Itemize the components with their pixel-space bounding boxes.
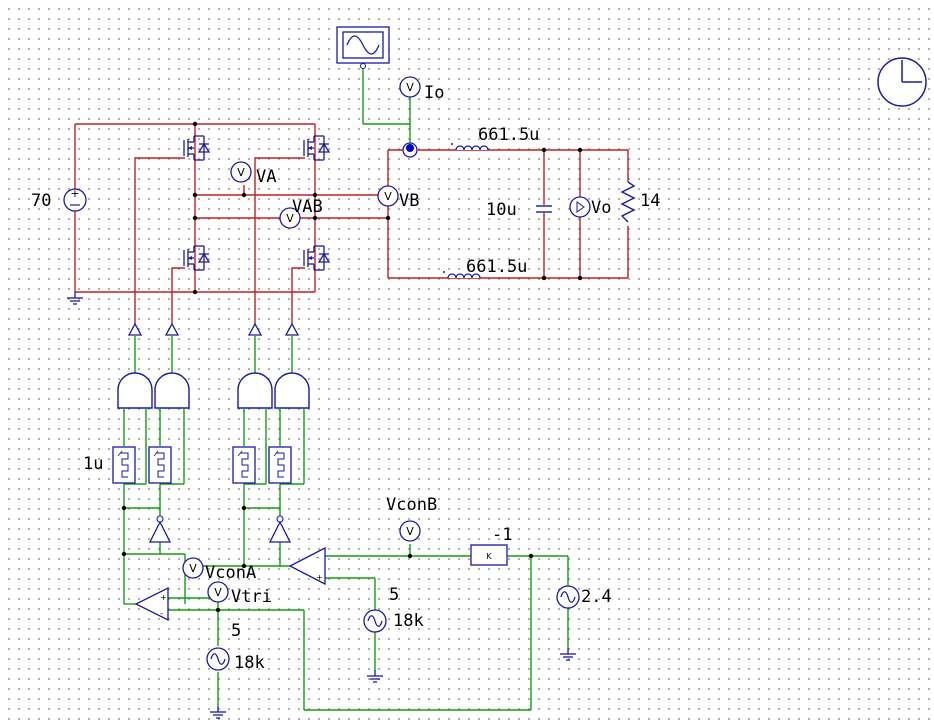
dc-source[interactable]: + [63,187,87,212]
svg-text:+: + [70,187,79,200]
probe-vab-label: VAB [292,197,323,217]
capacitor-value: 10u [486,200,517,220]
scope-icon[interactable] [336,26,390,69]
dc-source-value: 70 [31,191,51,211]
and-gate-4[interactable] [274,372,310,409]
inductor-top[interactable] [451,143,489,151]
voltmeter-vcona[interactable] [182,557,204,579]
triangle-source-a[interactable] [206,647,230,671]
probe-va-label: VA [256,167,276,187]
gate-buffer-4 [285,323,299,336]
not-gate-1[interactable] [148,515,172,543]
svg-text:-: - [160,609,163,618]
mosfet-q4[interactable] [303,245,330,271]
not-gate-2[interactable] [268,515,292,543]
voltmeter-vconb[interactable] [399,520,421,542]
power-wiring [74,123,629,324]
mosfet-q2[interactable] [183,245,210,271]
tri-freq-1: 18k [234,653,265,673]
inductor-bottom-value: 661.5u [466,257,527,277]
resistor-value: 14 [640,191,660,211]
gain-block[interactable]: K [470,544,508,566]
svg-text:+: + [316,573,323,582]
mosfet-q1[interactable] [183,135,210,161]
control-source-value: 2.4 [581,587,612,607]
svg-text:+: + [160,593,167,602]
voltmeter-io[interactable] [399,76,421,98]
current-sensor[interactable] [402,142,418,158]
gate-buffer-1 [128,323,142,336]
probe-vtri-label: Vtri [231,587,272,607]
inductor-bottom[interactable] [443,271,481,279]
ground-icon [209,705,227,719]
comparator-b[interactable]: - + [288,546,326,586]
control-source[interactable] [556,585,580,609]
ground-icon [366,669,384,683]
gain-value: -1 [492,525,512,545]
gate-buffer-2 [165,323,179,336]
deadtime-block-2[interactable] [148,446,172,484]
voltmeter-vtri[interactable] [207,581,229,603]
inductor-top-value: 661.5u [478,125,539,145]
deadtime-block-1[interactable] [112,446,136,484]
control-wiring [123,66,569,711]
probe-vb-label: VB [399,191,419,211]
probe-io-label: Io [424,83,444,103]
probe-vconb-label: VconB [386,495,437,515]
tri-amp-1: 5 [231,621,241,641]
and-gate-3[interactable] [237,372,273,409]
probe-vo-label: Vo [591,198,611,218]
clock-icon[interactable] [877,57,927,107]
svg-text:K: K [486,552,492,561]
comparator-a[interactable]: + - [134,586,169,622]
and-gate-2[interactable] [154,372,190,409]
gate-buffer-3 [248,323,262,336]
voltmeter-vb[interactable] [377,185,399,207]
mosfet-q3[interactable] [303,135,330,161]
resistor[interactable] [620,181,636,226]
ground-icon [559,647,577,661]
capacitor[interactable] [536,205,552,213]
svg-text:-: - [316,553,319,562]
voltmeter-vo[interactable] [569,196,591,218]
tri-freq-2: 18k [393,611,424,631]
deadtime-block-4[interactable] [268,446,292,484]
tri-amp-2: 5 [389,585,399,605]
voltmeter-va[interactable] [230,161,252,183]
and-gate-1[interactable] [117,372,153,409]
ground-icon [66,291,84,305]
probe-vcona-label: VconA [205,563,256,583]
triangle-source-b[interactable] [363,609,387,633]
deadtime-value: 1u [83,454,103,474]
deadtime-block-3[interactable] [232,446,256,484]
